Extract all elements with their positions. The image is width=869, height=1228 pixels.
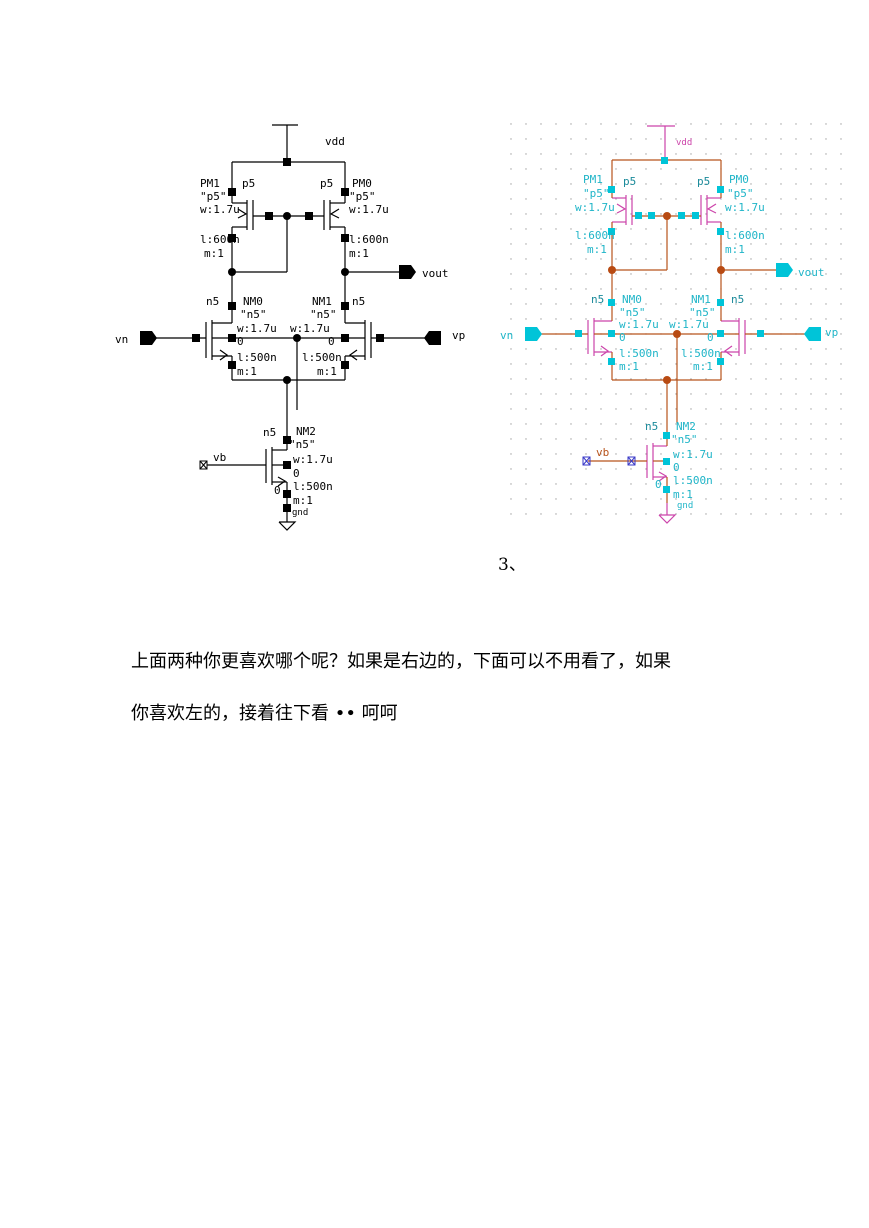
pm0-model-color: "p5": [727, 187, 754, 200]
nm2-m-color: m:1: [673, 488, 693, 501]
nm0-type-color: n5: [591, 293, 604, 306]
vp-label: vp: [452, 329, 465, 342]
nm2-bulk-2: 0: [274, 484, 281, 497]
pm1-l-color: l:600n: [575, 229, 615, 242]
pm1-model-color: "p5": [583, 187, 610, 200]
vb-label-color: vb: [596, 446, 609, 459]
nm2-bulk-color-2: 0: [655, 478, 662, 491]
nm0-m-color: m:1: [619, 360, 639, 373]
nm2-m: m:1: [293, 494, 313, 507]
pm1-m-color: m:1: [587, 243, 607, 256]
pm1-type-color: p5: [623, 175, 636, 188]
gnd-label-color: gnd: [677, 501, 693, 511]
nm1-m: m:1: [317, 365, 337, 378]
nm0-bulk-color: 0: [619, 331, 626, 344]
section-number: 3、: [498, 555, 526, 575]
pm1-type: p5: [242, 177, 255, 190]
body-paragraph: 上面两种你更喜欢哪个呢？如果是右边的，下面可以不用看了，如果 你喜欢左的，接着往…: [131, 636, 771, 740]
pm1-name-color: PM1: [583, 173, 603, 186]
pm1-model: "p5": [200, 190, 227, 203]
nm1-w: w:1.7u: [290, 322, 330, 335]
pm0-m: m:1: [349, 247, 369, 260]
nm1-m-color: m:1: [693, 360, 713, 373]
nm2-type: n5: [263, 426, 276, 439]
nm2-type-color: n5: [645, 420, 658, 433]
vb-label: vb: [213, 451, 226, 464]
paragraph-line-2: 你喜欢左的，接着往下看 •• 呵呵: [131, 703, 398, 724]
pm0-type: p5: [320, 177, 333, 190]
nm0-l: l:500n: [237, 351, 277, 364]
nm0-m: m:1: [237, 365, 257, 378]
vout-label: vout: [422, 267, 449, 280]
pm1-m: m:1: [204, 247, 224, 260]
nm1-bulk: 0: [328, 335, 335, 348]
nm2-name-color: NM2: [676, 420, 696, 433]
schematic-color: vdd PM1 p5 "p5" w:1.7u l:600n m:1 p5 PM0…: [500, 113, 853, 524]
pm0-model: "p5": [349, 190, 376, 203]
vp-label-color: vp: [825, 326, 838, 339]
nm0-name: NM0: [243, 295, 263, 308]
nm1-type-color: n5: [731, 293, 744, 306]
nm2-bulk-color: 0: [673, 461, 680, 474]
pm0-l-color: l:600n: [725, 229, 765, 242]
nm0-l-color: l:500n: [619, 347, 659, 360]
nm0-model: "n5": [240, 308, 267, 321]
nm2-w: w:1.7u: [293, 453, 333, 466]
nm2-w-color: w:1.7u: [673, 448, 713, 461]
pm1-w-color: w:1.7u: [575, 201, 615, 214]
vdd-label: vdd: [325, 135, 345, 148]
nm2-l: l:500n: [293, 480, 333, 493]
nm2-model-color: "n5": [671, 433, 698, 446]
nm1-l: l:500n: [302, 351, 342, 364]
nm0-name-color: NM0: [622, 293, 642, 306]
schematic-bw: vdd PM1 p5 "p5" w:1.7u l:600n m:1 p5 PM0…: [115, 124, 465, 531]
gnd-label: gnd: [292, 508, 308, 518]
pm1-name: PM1: [200, 177, 220, 190]
nm0-bulk: 0: [237, 335, 244, 348]
vdd-label-color: vdd: [676, 138, 692, 148]
nm2-bulk: 0: [293, 467, 300, 480]
pm0-name-color: PM0: [729, 173, 749, 186]
vout-label-color: vout: [798, 266, 825, 279]
nm1-type: n5: [352, 295, 365, 308]
pm0-name: PM0: [352, 177, 372, 190]
nm1-bulk-color: 0: [707, 331, 714, 344]
nm1-name: NM1: [312, 295, 332, 308]
pm0-type-color: p5: [697, 175, 710, 188]
nm2-name: NM2: [296, 425, 316, 438]
nm0-model-color: "n5": [619, 306, 646, 319]
nm0-w-color: w:1.7u: [619, 318, 659, 331]
nm1-name-color: NM1: [691, 293, 711, 306]
nm0-w: w:1.7u: [237, 322, 277, 335]
pm1-w: w:1.7u: [200, 203, 240, 216]
pm1-l: l:600n: [200, 233, 240, 246]
nm1-l-color: l:500n: [681, 347, 721, 360]
vn-label: vn: [115, 333, 128, 346]
paragraph-line-1: 上面两种你更喜欢哪个呢？如果是右边的，下面可以不用看了，如果: [131, 651, 671, 672]
vn-label-color: vn: [500, 329, 513, 342]
nm1-model: "n5": [310, 308, 337, 321]
pm0-m-color: m:1: [725, 243, 745, 256]
nm2-l-color: l:500n: [673, 474, 713, 487]
nm1-w-color: w:1.7u: [669, 318, 709, 331]
nm2-model: "n5": [289, 438, 316, 451]
pm0-w-color: w:1.7u: [725, 201, 765, 214]
nm0-type: n5: [206, 295, 219, 308]
pm0-l: l:600n: [349, 233, 389, 246]
nm1-model-color: "n5": [689, 306, 716, 319]
pm0-w: w:1.7u: [349, 203, 389, 216]
